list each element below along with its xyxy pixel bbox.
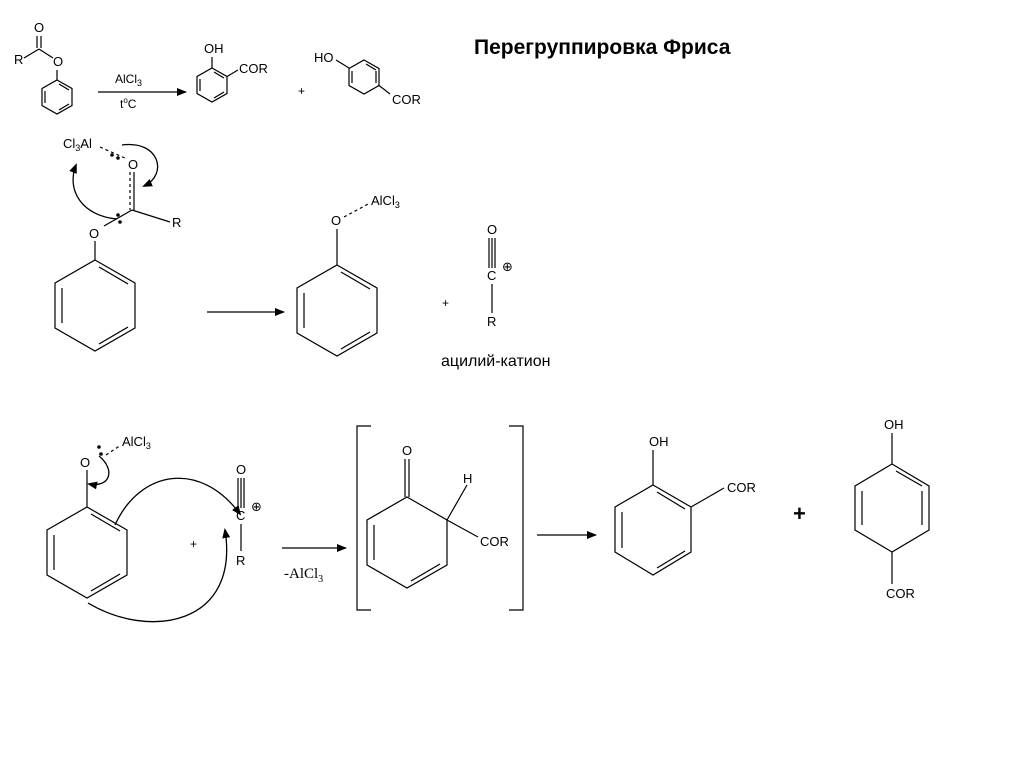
- step1-substituent-r-label: R: [172, 215, 181, 230]
- intermediate-h-label: H: [463, 471, 472, 486]
- curly-arrow-o-to-al: [69, 163, 118, 220]
- left-bracket: [356, 425, 371, 611]
- acylium-caption: ацилий-катион: [441, 353, 550, 370]
- step2-para-cor-label: COR: [886, 586, 915, 601]
- step2-big-plus-sign: +: [793, 501, 806, 526]
- phenyl-ester: O R O: [14, 20, 73, 115]
- substituent-r-label: R: [14, 52, 23, 67]
- reagent-label: AlCl3: [115, 72, 142, 88]
- step2-acylium-c-label: C: [236, 508, 245, 523]
- step1-carbonyl-o-label: O: [128, 157, 138, 172]
- ortho-product-oh-label: OH: [204, 41, 224, 56]
- ester-o-label: O: [53, 54, 63, 69]
- step1-acylium-r-label: R: [487, 314, 496, 329]
- carbonyl-o-label: O: [34, 20, 44, 35]
- step2-alcl3-label: AlCl3: [122, 434, 151, 451]
- step2-acylium-cation: O C ⊕ R: [236, 462, 262, 568]
- step1-ester-o-label: O: [89, 226, 99, 241]
- overall-reaction: O R O AlCl3 toC OH: [14, 20, 421, 115]
- ortho-product-cor-label: COR: [239, 61, 268, 76]
- step2-para-product: OH COR: [854, 417, 930, 601]
- step1-acylium-o-label: O: [487, 222, 497, 237]
- step2-para-oh-label: OH: [884, 417, 904, 432]
- step2-acylium-charge: ⊕: [251, 499, 262, 514]
- lewis-acid-label: Cl3Al: [63, 136, 92, 153]
- right-bracket: [509, 425, 524, 611]
- step2-phenoxide-o-label: O: [80, 455, 90, 470]
- curly-arrow-attack-1: [114, 477, 242, 526]
- step2-mechanism: AlCl3 O + O C ⊕ R -AlCl3: [46, 417, 930, 623]
- elimination-label: -AlCl3: [284, 566, 323, 585]
- ortho-hydroxy-ketone: OH COR: [196, 41, 268, 103]
- para-product-cor-label: COR: [392, 92, 421, 107]
- acylium-cation: O C ⊕ R: [487, 222, 513, 329]
- step2-ortho-product: OH COR: [614, 434, 756, 576]
- page-title: Перегруппировка Фриса: [474, 36, 731, 59]
- overall-plus-sign: +: [298, 84, 305, 98]
- step1-acylium-c-label: C: [487, 268, 496, 283]
- curly-arrow-to-carbonyl: [121, 143, 159, 187]
- step2-acylium-o-label: O: [236, 462, 246, 477]
- para-hydroxy-ketone: HO COR: [314, 50, 421, 107]
- step1-phenoxide-o-label: O: [331, 213, 341, 228]
- temperature-label: toC: [120, 96, 137, 111]
- intermediate-cor-label: COR: [480, 534, 509, 549]
- step2-plus-sign: +: [190, 537, 197, 551]
- phenoxide-alcl3-complex: O AlCl3: [296, 193, 400, 357]
- sigma-complex-intermediate: O H COR: [356, 425, 524, 611]
- step1-plus-sign: +: [442, 296, 449, 310]
- para-product-ho-label: HO: [314, 50, 334, 65]
- step2-phenoxide-complex: AlCl3 O: [46, 434, 151, 599]
- step2-ortho-cor-label: COR: [727, 480, 756, 495]
- step1-mechanism: Cl3Al O R O O AlCl3: [54, 136, 550, 370]
- benzene-ring: [54, 259, 136, 352]
- curly-arrow-attack-2: [87, 528, 231, 623]
- step2-ortho-oh-label: OH: [649, 434, 669, 449]
- step2-acylium-r-label: R: [236, 553, 245, 568]
- benzene-ring: [41, 79, 73, 115]
- intermediate-o-label: O: [402, 443, 412, 458]
- overall-reaction-arrow: AlCl3 toC: [98, 72, 187, 111]
- step1-alcl3-label: AlCl3: [371, 193, 400, 210]
- curly-arrow-to-ring: [87, 455, 110, 490]
- step1-acylium-charge: ⊕: [502, 259, 513, 274]
